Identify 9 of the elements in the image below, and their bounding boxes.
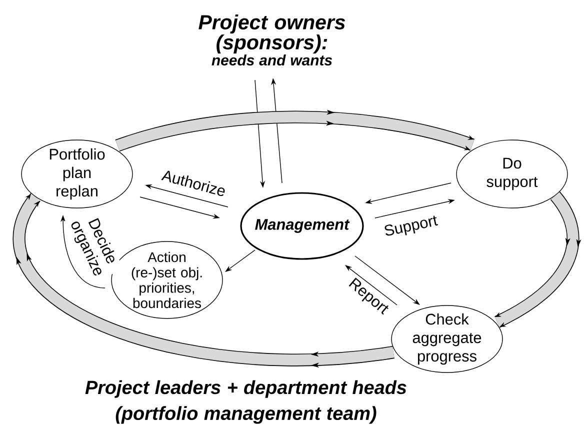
arrow [345, 265, 398, 306]
arrow [354, 256, 420, 305]
cycle-arrow [12, 193, 394, 368]
cycle-arrow [494, 192, 582, 328]
team-label: Project leaders + department heads (portfolio management team) [85, 380, 406, 424]
cycle-arrow [116, 110, 474, 152]
stakeholder-label: Project owners (sponsors): needs and wants [198, 14, 346, 66]
edge-label: Authorize [160, 168, 228, 198]
edge-label: Support [382, 213, 440, 241]
